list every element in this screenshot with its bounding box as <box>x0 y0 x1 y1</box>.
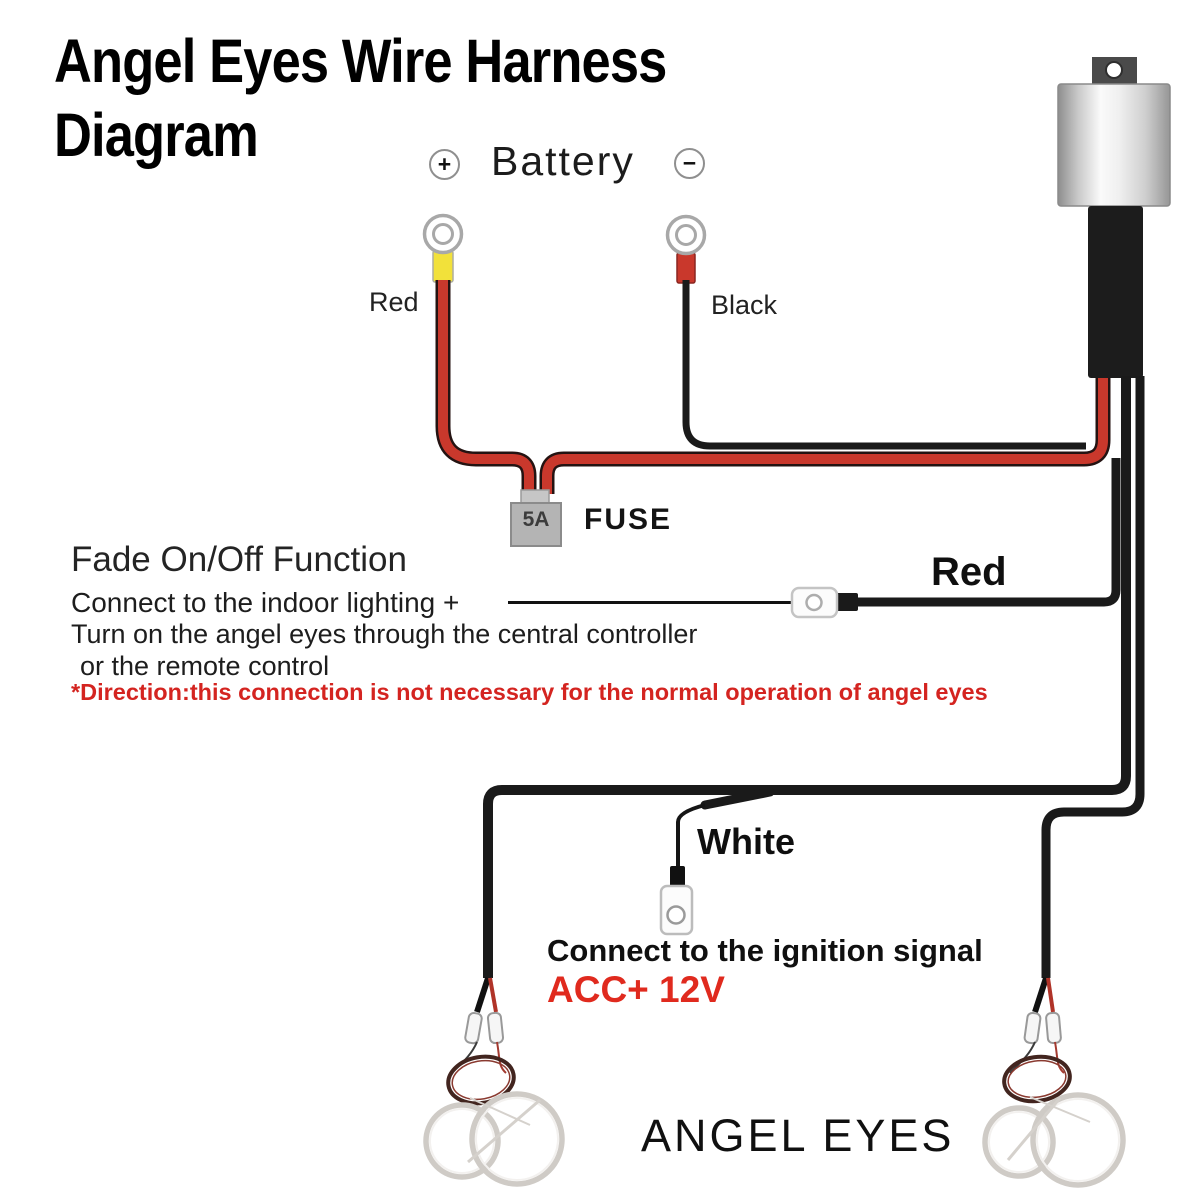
output-wire-left <box>483 376 1131 978</box>
ignition-acc-label: ACC+ 12V <box>547 969 725 1010</box>
plus-symbol: + <box>437 151 452 177</box>
battery-label: Battery <box>491 138 635 184</box>
positive-wire-red <box>435 280 1111 494</box>
fuse-tab <box>520 489 550 505</box>
relay-can <box>1057 83 1171 207</box>
fuse-icon <box>510 489 562 547</box>
ignition-connector-icon <box>659 866 694 936</box>
relay-icon <box>1057 57 1171 378</box>
label-output-red-wire: Red <box>931 550 1007 594</box>
connector-plug-stub <box>836 593 858 611</box>
fade-function-line3: or the remote control <box>80 651 330 681</box>
battery-negative-icon: − <box>674 148 705 179</box>
fuse-rating: 5A <box>522 508 550 531</box>
relay-mount-hole <box>1105 61 1123 79</box>
fuse-body <box>510 502 562 547</box>
fade-function-line2: Turn on the angel eyes through the centr… <box>71 619 698 649</box>
relay-sleeve <box>1088 206 1143 378</box>
spade-terminal-icon <box>1023 1011 1042 1045</box>
ring-terminal-inner <box>675 224 697 246</box>
fade-wire <box>508 458 1121 611</box>
crimp-barrel-red <box>676 252 696 284</box>
page-title: Angel Eyes Wire Harness Diagram <box>54 24 667 172</box>
label-ignition-white-wire: White <box>697 821 795 862</box>
ignition-instruction: Connect to the ignition signal <box>547 933 983 968</box>
ignition-branch-wire <box>676 787 775 868</box>
angel-eyes-caption: ANGEL EYES <box>641 1110 955 1161</box>
page-title-line2: Diagram <box>54 101 259 169</box>
battery-positive-icon: + <box>429 149 460 180</box>
fuse-label: FUSE <box>584 503 673 536</box>
spade-terminal-icon <box>486 1011 505 1045</box>
battery-negative-terminal-icon <box>665 214 707 284</box>
battery-positive-terminal-icon <box>422 213 464 283</box>
crimp-barrel-yellow <box>432 250 454 283</box>
connector-plug-stub <box>670 866 685 888</box>
minus-symbol: − <box>682 150 697 176</box>
angel-eyes-left-icon <box>423 1041 565 1187</box>
ring-terminal-inner <box>432 223 454 245</box>
angel-eyes-right-icon <box>982 1041 1126 1188</box>
left-harness-split <box>464 977 505 1045</box>
fade-function-heading: Fade On/Off Function <box>71 540 407 579</box>
fade-function-warning: *Direction:this connection is not necess… <box>71 679 988 705</box>
label-positive-wire: Red <box>369 287 419 317</box>
spade-terminal-icon <box>1045 1011 1062 1045</box>
fade-connector-icon <box>790 586 839 619</box>
label-negative-wire: Black <box>711 290 778 320</box>
output-wire-right <box>1041 376 1145 978</box>
page-title-line1: Angel Eyes Wire Harness <box>54 27 667 95</box>
right-harness-split <box>1023 977 1062 1045</box>
negative-wire-black <box>682 280 1086 450</box>
spade-terminal-icon <box>464 1011 483 1045</box>
fade-function-line1: Connect to the indoor lighting + <box>71 587 460 618</box>
